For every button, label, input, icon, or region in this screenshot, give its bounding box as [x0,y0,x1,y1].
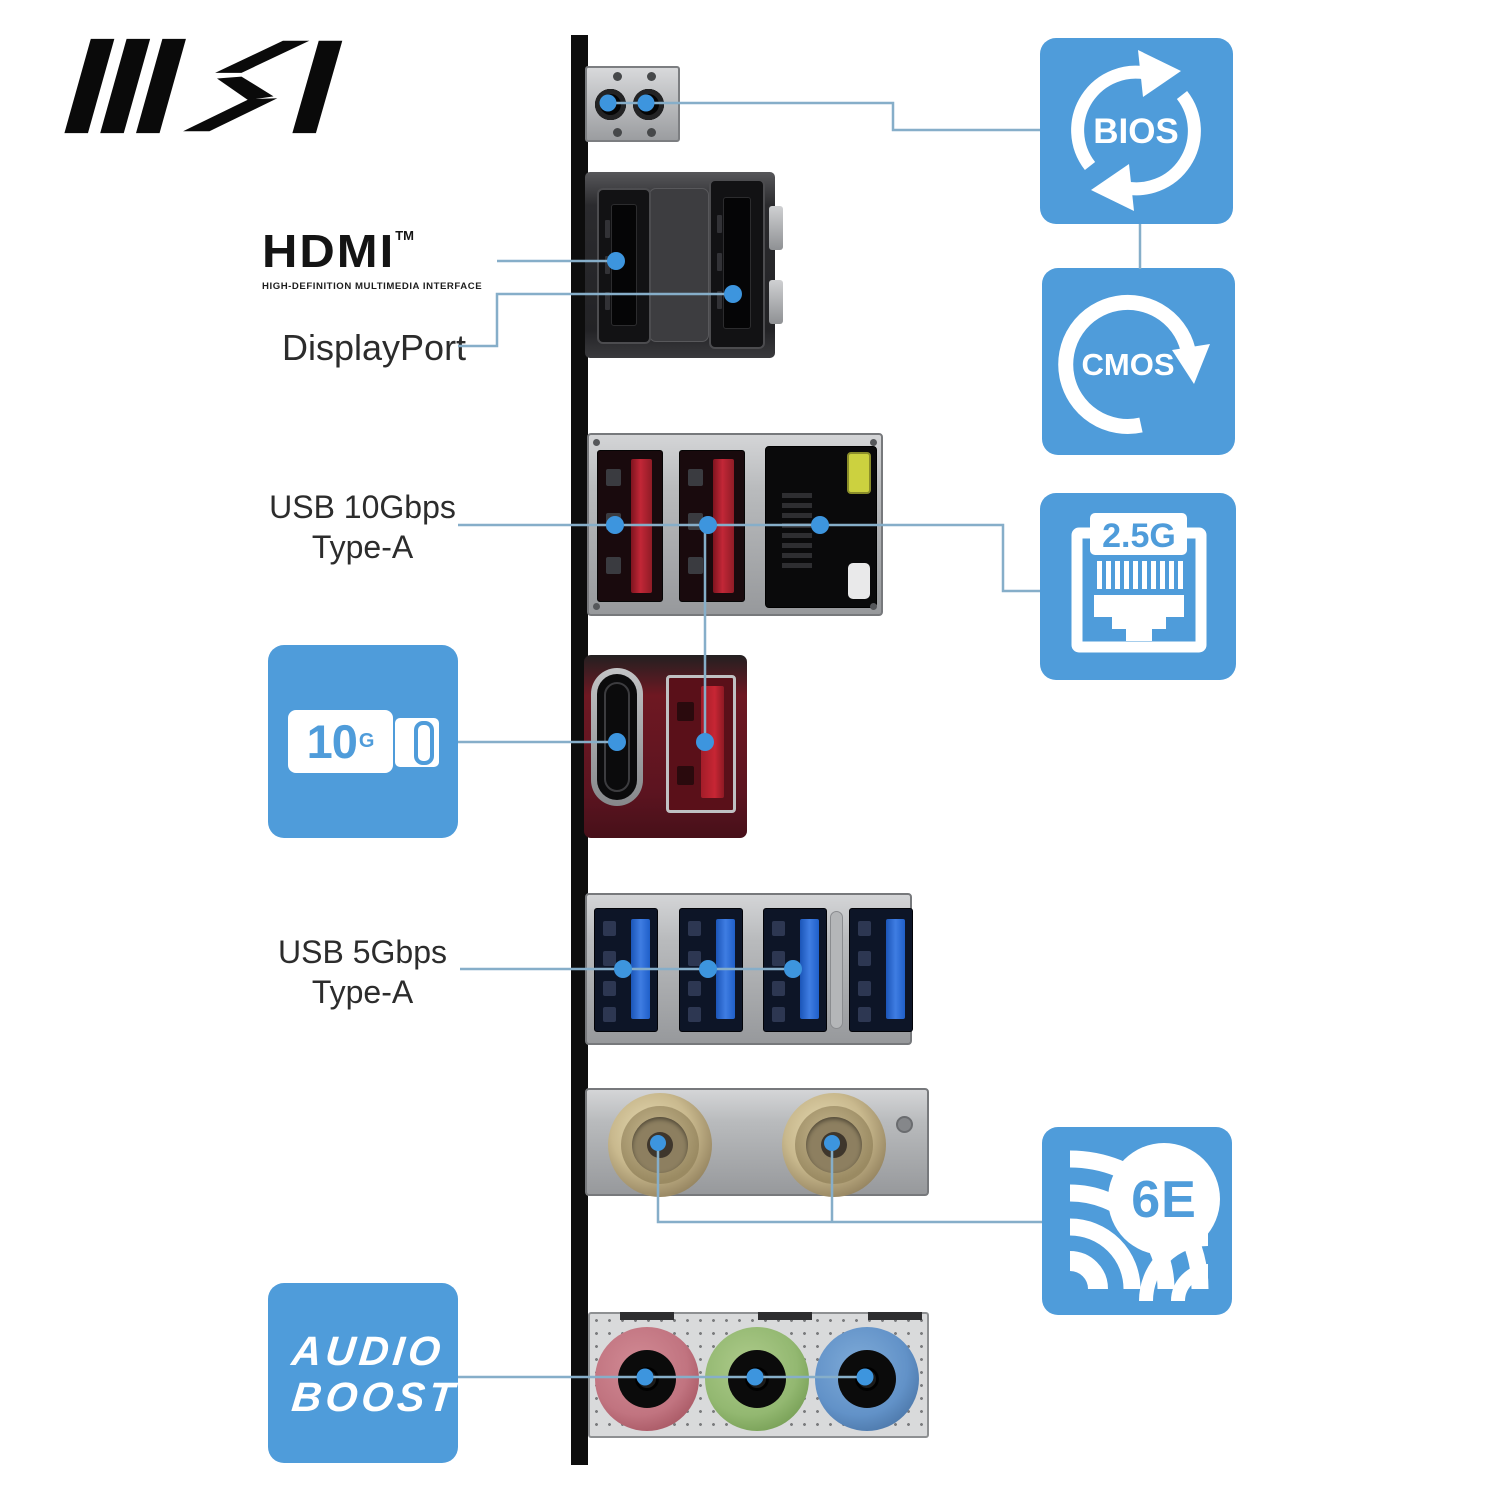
hdmi-trademark: TM [395,228,414,243]
video-port-block [585,172,783,358]
usb-type-c-plug-icon [395,718,439,767]
bios-flash-button-bracket [585,66,680,142]
wifi-antenna-connector-2 [782,1093,886,1197]
clear-cmos-icon: CMOS [1058,294,1210,434]
cmos-badge-label: CMOS [1082,347,1175,382]
audio-boost-line2: BOOST [289,1373,458,1420]
hdmi-port [597,188,651,344]
audio-jack-block [588,1312,929,1438]
wifi-antenna-bracket [585,1088,929,1197]
lan-badge: 2.5G [1040,493,1236,680]
usb-10g-value: 10 [306,715,358,768]
flash-bios-button [595,89,626,120]
usb-10gbps-type-a-port-3 [666,675,736,813]
hdmi-label: HDMITM HIGH-DEFINITION MULTIMEDIA INTERF… [262,224,487,292]
usb-10gbps-label-line2: Type-A [311,529,414,566]
wifi-badge-label: 6E [1131,1171,1197,1229]
displayport-label: DisplayPort [282,327,467,368]
audio-jack-lineout-green [705,1327,809,1431]
usb-5gbps-type-a-port-4 [849,908,913,1032]
lan-badge-label: 2.5G [1102,517,1176,555]
usb-type-c-10g-port [591,668,643,806]
msi-logo [64,38,343,134]
bios-badge: BIOS [1040,38,1233,224]
usb-5gbps-label-line2: Type-A [311,974,414,1011]
usb-5gbps-type-a-port-3 [763,908,827,1032]
hdmi-subtitle: HIGH-DEFINITION MULTIMEDIA INTERFACE [262,281,483,292]
usb-10gbps-label: USB 10Gbps Type-A [255,487,470,568]
wifi-6e-icon: 6E [1069,1143,1220,1302]
wifi-badge: 6E [1042,1127,1232,1315]
hdmi-wordmark: HDMI [262,226,396,278]
bios-flashback-icon: BIOS [1071,50,1201,211]
lan-rj45-port [765,446,877,608]
lan-led-white [848,563,870,599]
lan-led-yellow [847,452,871,494]
usb-10gbps-label-line1: USB 10Gbps [269,489,456,525]
audio-jack-linein-blue [815,1327,919,1431]
usb10-lan-block [587,433,883,616]
usb5-block [585,893,913,1045]
usb-10gbps-type-a-port-1 [597,450,663,602]
usbc-block [584,655,747,838]
usb-10gbps-type-a-port-2 [679,450,745,602]
usb-5gbps-label-line1: USB 5Gbps [278,934,447,970]
lan-2-5g-icon: 2.5G [1071,513,1207,653]
flash-bios-button-2 [633,89,664,120]
audio-boost-badge: AUDIO BOOST [268,1283,458,1463]
audio-boost-line1: AUDIO [289,1328,447,1374]
audio-jack-mic-pink [595,1327,699,1431]
displayport-port [709,179,765,349]
bios-badge-label: BIOS [1093,112,1179,151]
usb-5gbps-type-a-port-1 [594,908,658,1032]
bracket-screw-hole [896,1116,913,1133]
usb-10g-unit: G [358,730,375,752]
usb-5gbps-label: USB 5Gbps Type-A [255,932,470,1013]
wifi-antenna-connector-1 [608,1093,712,1197]
io-shield-edge [571,35,588,1465]
usb-5gbps-type-a-port-2 [679,908,743,1032]
cmos-badge: CMOS [1042,268,1235,455]
